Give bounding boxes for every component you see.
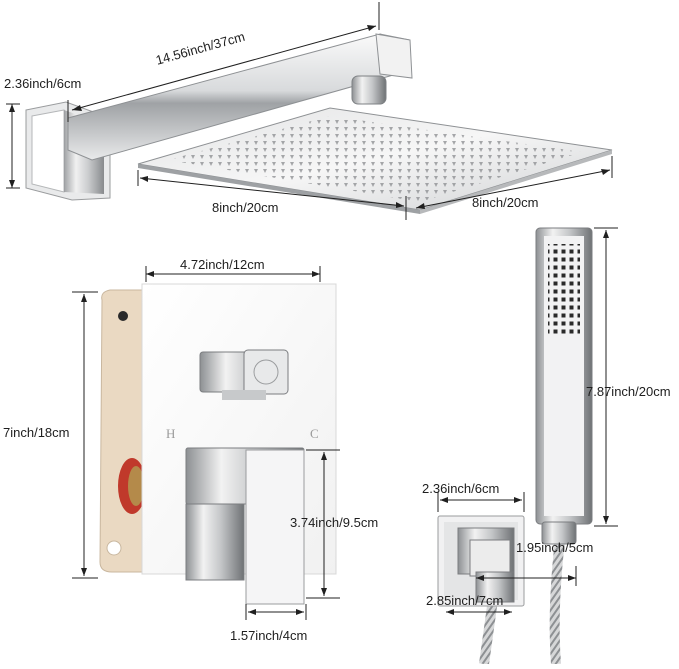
handheld-length-label: 7.87inch/20cm	[586, 384, 671, 399]
dimension-lines-top	[6, 2, 613, 220]
head-width-label: 8inch/20cm	[472, 195, 539, 210]
valve-plate-width-label: 4.72inch/12cm	[180, 257, 265, 272]
valve-plate-height-label: 7inch/18cm	[3, 425, 70, 440]
arm-height-label: 2.36inch/6cm	[4, 76, 82, 91]
dimension-lines-valve	[72, 266, 340, 620]
holder-depth-label: 1.95inch/5cm	[516, 540, 594, 555]
holder-height-label: 2.85inch/7cm	[426, 593, 504, 608]
hot-mark: H	[166, 426, 176, 441]
handle-width-label: 1.57inch/4cm	[230, 628, 308, 643]
cold-mark: C	[310, 426, 319, 441]
diverter-knob	[199, 349, 289, 400]
handle-height-label: 3.74inch/9.5cm	[290, 515, 379, 530]
holder-width-label: 2.36inch/6cm	[422, 481, 500, 496]
handheld-shower-head	[535, 227, 593, 545]
head-depth-label: 8inch/20cm	[212, 200, 279, 215]
dimension-lines-handheld	[437, 227, 618, 615]
rough-in-valve-body	[99, 289, 146, 573]
mixer-lever	[185, 447, 305, 605]
